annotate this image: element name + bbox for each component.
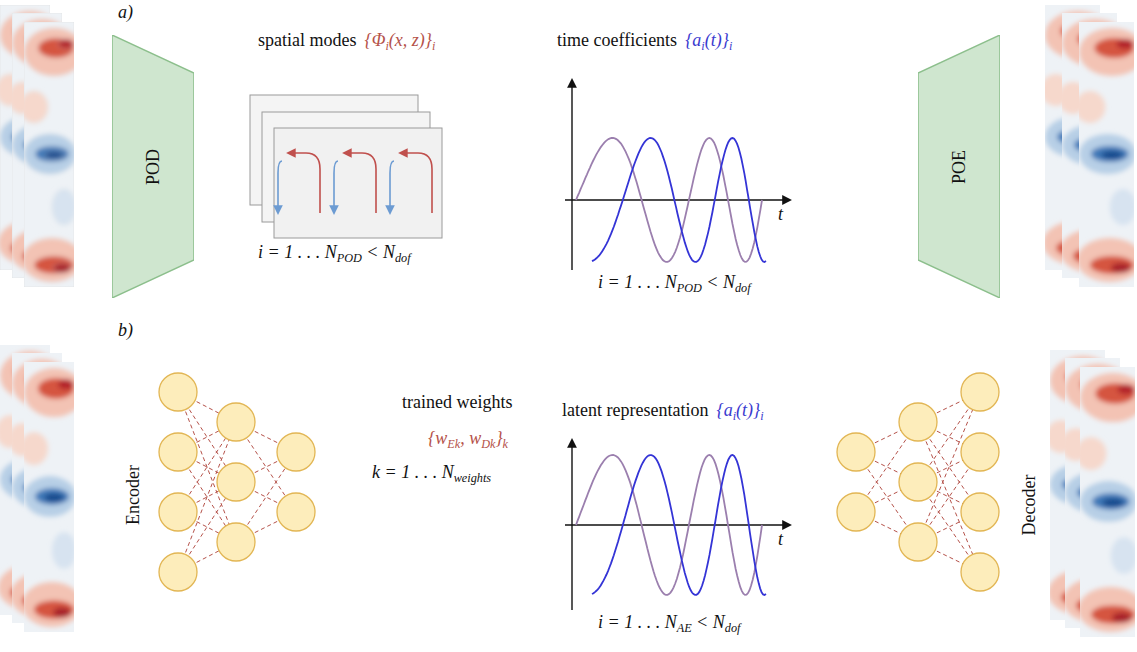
mode-cards bbox=[250, 95, 442, 238]
subscript: i bbox=[701, 39, 704, 53]
mode-arrows bbox=[278, 153, 432, 213]
math-label: {wEk, wDk}k bbox=[428, 428, 508, 450]
vortex-arrow bbox=[344, 153, 376, 213]
neuron bbox=[899, 403, 937, 441]
subscript: i bbox=[760, 409, 763, 423]
axis-label: t bbox=[778, 204, 783, 226]
subscript: dof bbox=[735, 281, 751, 295]
index-range: i = 1 . . . NAE < Ndof bbox=[598, 612, 740, 634]
subscript: AE bbox=[677, 621, 692, 635]
time-coefficient-curve bbox=[576, 138, 762, 262]
neuron bbox=[277, 433, 315, 471]
subscript: i bbox=[432, 39, 435, 53]
neuron bbox=[159, 373, 197, 411]
subscript: i bbox=[729, 39, 732, 53]
subscript: i bbox=[385, 39, 388, 53]
neuron bbox=[277, 493, 315, 531]
neuron bbox=[159, 493, 197, 531]
time-curves bbox=[576, 138, 766, 595]
vortex-arrow bbox=[390, 161, 394, 213]
caption-text: latent representation bbox=[562, 400, 708, 422]
neuron bbox=[837, 493, 875, 531]
neuron bbox=[159, 553, 197, 591]
neuron bbox=[899, 463, 937, 501]
axis-label: t bbox=[778, 529, 783, 551]
plot-axes bbox=[565, 80, 790, 610]
block-label: POD bbox=[143, 148, 164, 184]
network-label: Decoder bbox=[1019, 475, 1041, 536]
network-label: Encoder bbox=[123, 465, 145, 525]
neuron bbox=[837, 433, 875, 471]
vortex-arrow bbox=[278, 161, 282, 213]
index-range: i = 1 . . . NPOD < Ndof bbox=[598, 272, 751, 294]
neuron bbox=[217, 403, 255, 441]
subscript: POD bbox=[677, 281, 702, 295]
caption-text: time coefficients bbox=[557, 30, 677, 52]
time-coefficient-curve bbox=[592, 455, 766, 595]
subscript: dof bbox=[725, 621, 741, 635]
panel-letter: a) bbox=[118, 2, 133, 24]
neuron bbox=[961, 493, 999, 531]
subscript: i bbox=[733, 409, 736, 423]
neuron bbox=[217, 463, 255, 501]
neuron bbox=[961, 373, 999, 411]
snapshot-stack bbox=[1046, 350, 1137, 637]
subscript: Dk bbox=[481, 437, 495, 451]
panel-letter: b) bbox=[118, 320, 133, 342]
math-label: {ai(t)}i bbox=[716, 400, 763, 422]
index-range: i = 1 . . . NPOD < Ndof bbox=[258, 242, 411, 264]
subscript: k bbox=[503, 437, 508, 451]
neuron bbox=[961, 553, 999, 591]
math-label: {Φi(x, z)}i bbox=[364, 30, 435, 52]
snapshot-stack bbox=[0, 345, 84, 632]
snapshot-stack bbox=[0, 5, 84, 287]
subscript: weights bbox=[454, 471, 491, 485]
neuron bbox=[899, 523, 937, 561]
subscript: POD bbox=[337, 251, 362, 265]
caption-text: trained weights bbox=[402, 392, 512, 414]
vortex-arrow bbox=[334, 161, 338, 213]
subscript: Ek bbox=[447, 437, 460, 451]
snapshot-stack bbox=[1041, 5, 1137, 287]
block-label: POE bbox=[949, 149, 970, 183]
neuron bbox=[961, 433, 999, 471]
math-label: {ai(t)}i bbox=[685, 30, 732, 52]
time-coefficient-curve bbox=[576, 455, 762, 595]
caption-text: spatial modes bbox=[258, 30, 356, 52]
neuron bbox=[159, 433, 197, 471]
trapezoid-block: POE bbox=[918, 35, 1000, 298]
time-coefficient-curve bbox=[592, 138, 766, 262]
trapezoid-block: POD bbox=[112, 35, 194, 298]
neuron bbox=[217, 523, 255, 561]
index-range: k = 1 . . . Nweights bbox=[372, 462, 491, 484]
subscript: dof bbox=[395, 251, 411, 265]
vortex-arrow bbox=[288, 153, 320, 213]
network-neurons bbox=[159, 373, 999, 591]
network-weights bbox=[178, 392, 980, 572]
vortex-arrow bbox=[400, 153, 432, 213]
